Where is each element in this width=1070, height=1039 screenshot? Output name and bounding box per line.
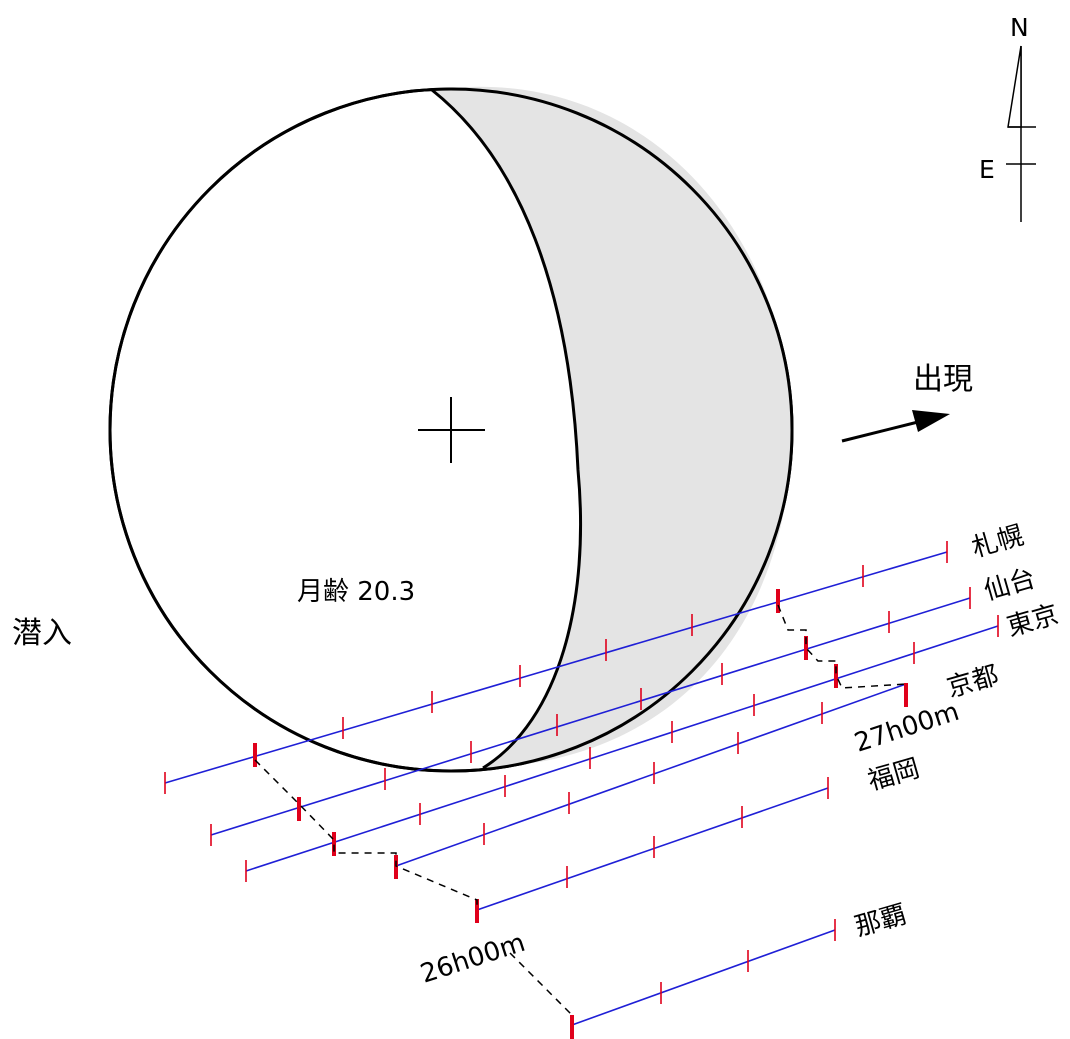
- connector-26h: [254, 759, 478, 910]
- connector-27h: [777, 604, 907, 689]
- city-label-fukuoka: 福岡: [865, 754, 923, 797]
- track-fukuoka: [476, 787, 829, 911]
- time-connectors: [254, 604, 907, 1016]
- city-label-sapporo: 札幌: [969, 521, 1027, 564]
- moon-shadow: [432, 86, 792, 768]
- appear-label: 出現: [913, 362, 973, 397]
- compass: [1006, 45, 1036, 222]
- city-label-sendai: 仙台: [981, 564, 1039, 607]
- moon-center-cross-icon: [418, 397, 485, 463]
- time-label-start: 26h00m: [417, 928, 529, 990]
- moon: [108, 86, 794, 773]
- city-label-tokyo: 東京: [1004, 600, 1062, 643]
- moon-limb: [108, 87, 794, 773]
- compass-north-label: N: [1010, 13, 1029, 42]
- ground-tracks: [164, 551, 999, 1026]
- track-sapporo: [164, 551, 948, 784]
- city-label-naha: 那覇: [852, 900, 910, 943]
- compass-east-label: E: [979, 155, 995, 184]
- disappear-label: 潜入: [12, 616, 72, 651]
- time-ticks: [164, 541, 999, 1004]
- terminator-line: [431, 88, 583, 770]
- appear-arrow-icon: [841, 410, 950, 443]
- connector-naha: [509, 952, 573, 1016]
- north-arrow-icon: [1007, 45, 1022, 128]
- track-naha: [571, 929, 836, 1026]
- track-kyoto: [395, 683, 907, 867]
- moon-age-label: 月齢 20.3: [297, 577, 415, 607]
- track-tokyo: [245, 625, 999, 872]
- track-sendai: [210, 597, 971, 836]
